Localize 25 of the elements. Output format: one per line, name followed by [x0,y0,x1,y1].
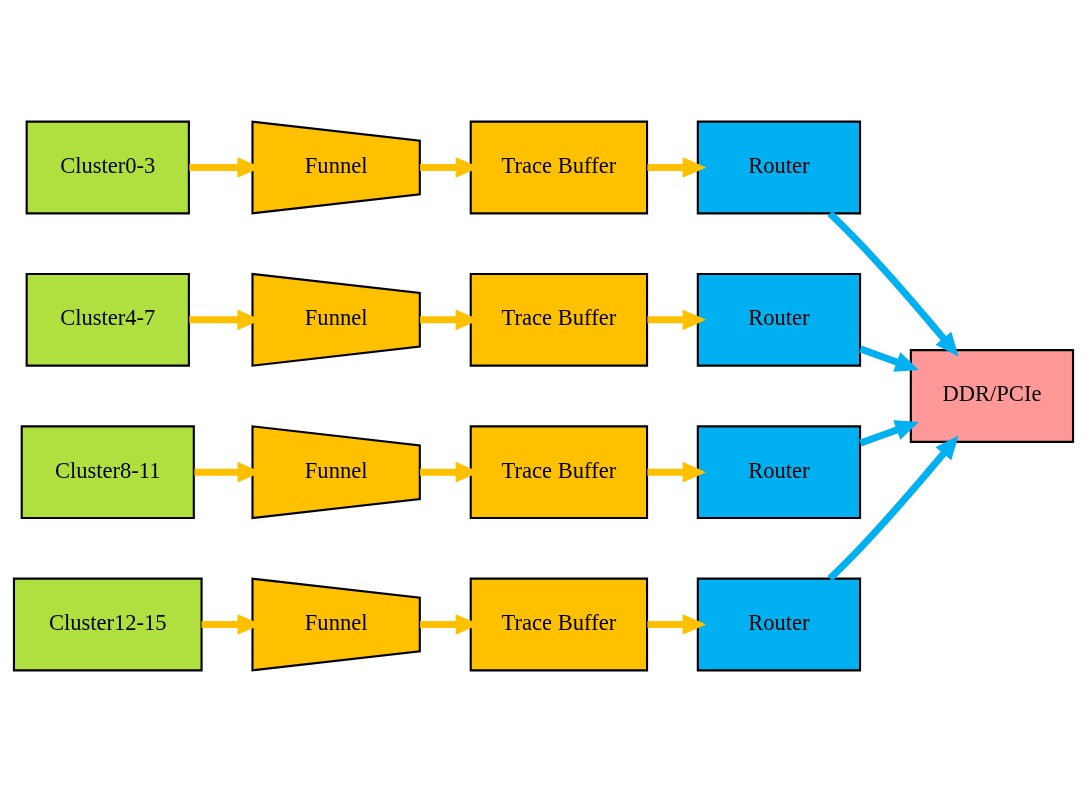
node-box: Funnel [251,577,421,672]
node-box: Router [696,425,862,520]
arrow [647,157,707,178]
arrow [827,435,959,582]
node-box: Cluster4-7 [25,272,190,367]
node-box: Cluster12-15 [12,577,203,672]
arrow [647,614,707,635]
node-box: Cluster8-11 [20,425,195,520]
node-box: Funnel [251,425,421,520]
node-box: Router [696,120,862,215]
arrow [647,461,707,483]
arrow [859,345,919,372]
node-box: Trace Buffer [469,120,649,215]
node-box: Cluster0-3 [25,120,190,215]
arrow [647,309,707,331]
node-box: Funnel [251,272,421,367]
arrow [859,420,919,447]
node-box: DDR/PCIe [909,349,1075,443]
node-box: Funnel [251,120,421,215]
node-box: Trace Buffer [469,272,649,367]
node-box: Router [696,272,862,367]
node-box: Trace Buffer [469,425,649,520]
node-box: Router [696,577,862,672]
arrow [827,210,959,357]
node-box: Trace Buffer [469,577,649,672]
